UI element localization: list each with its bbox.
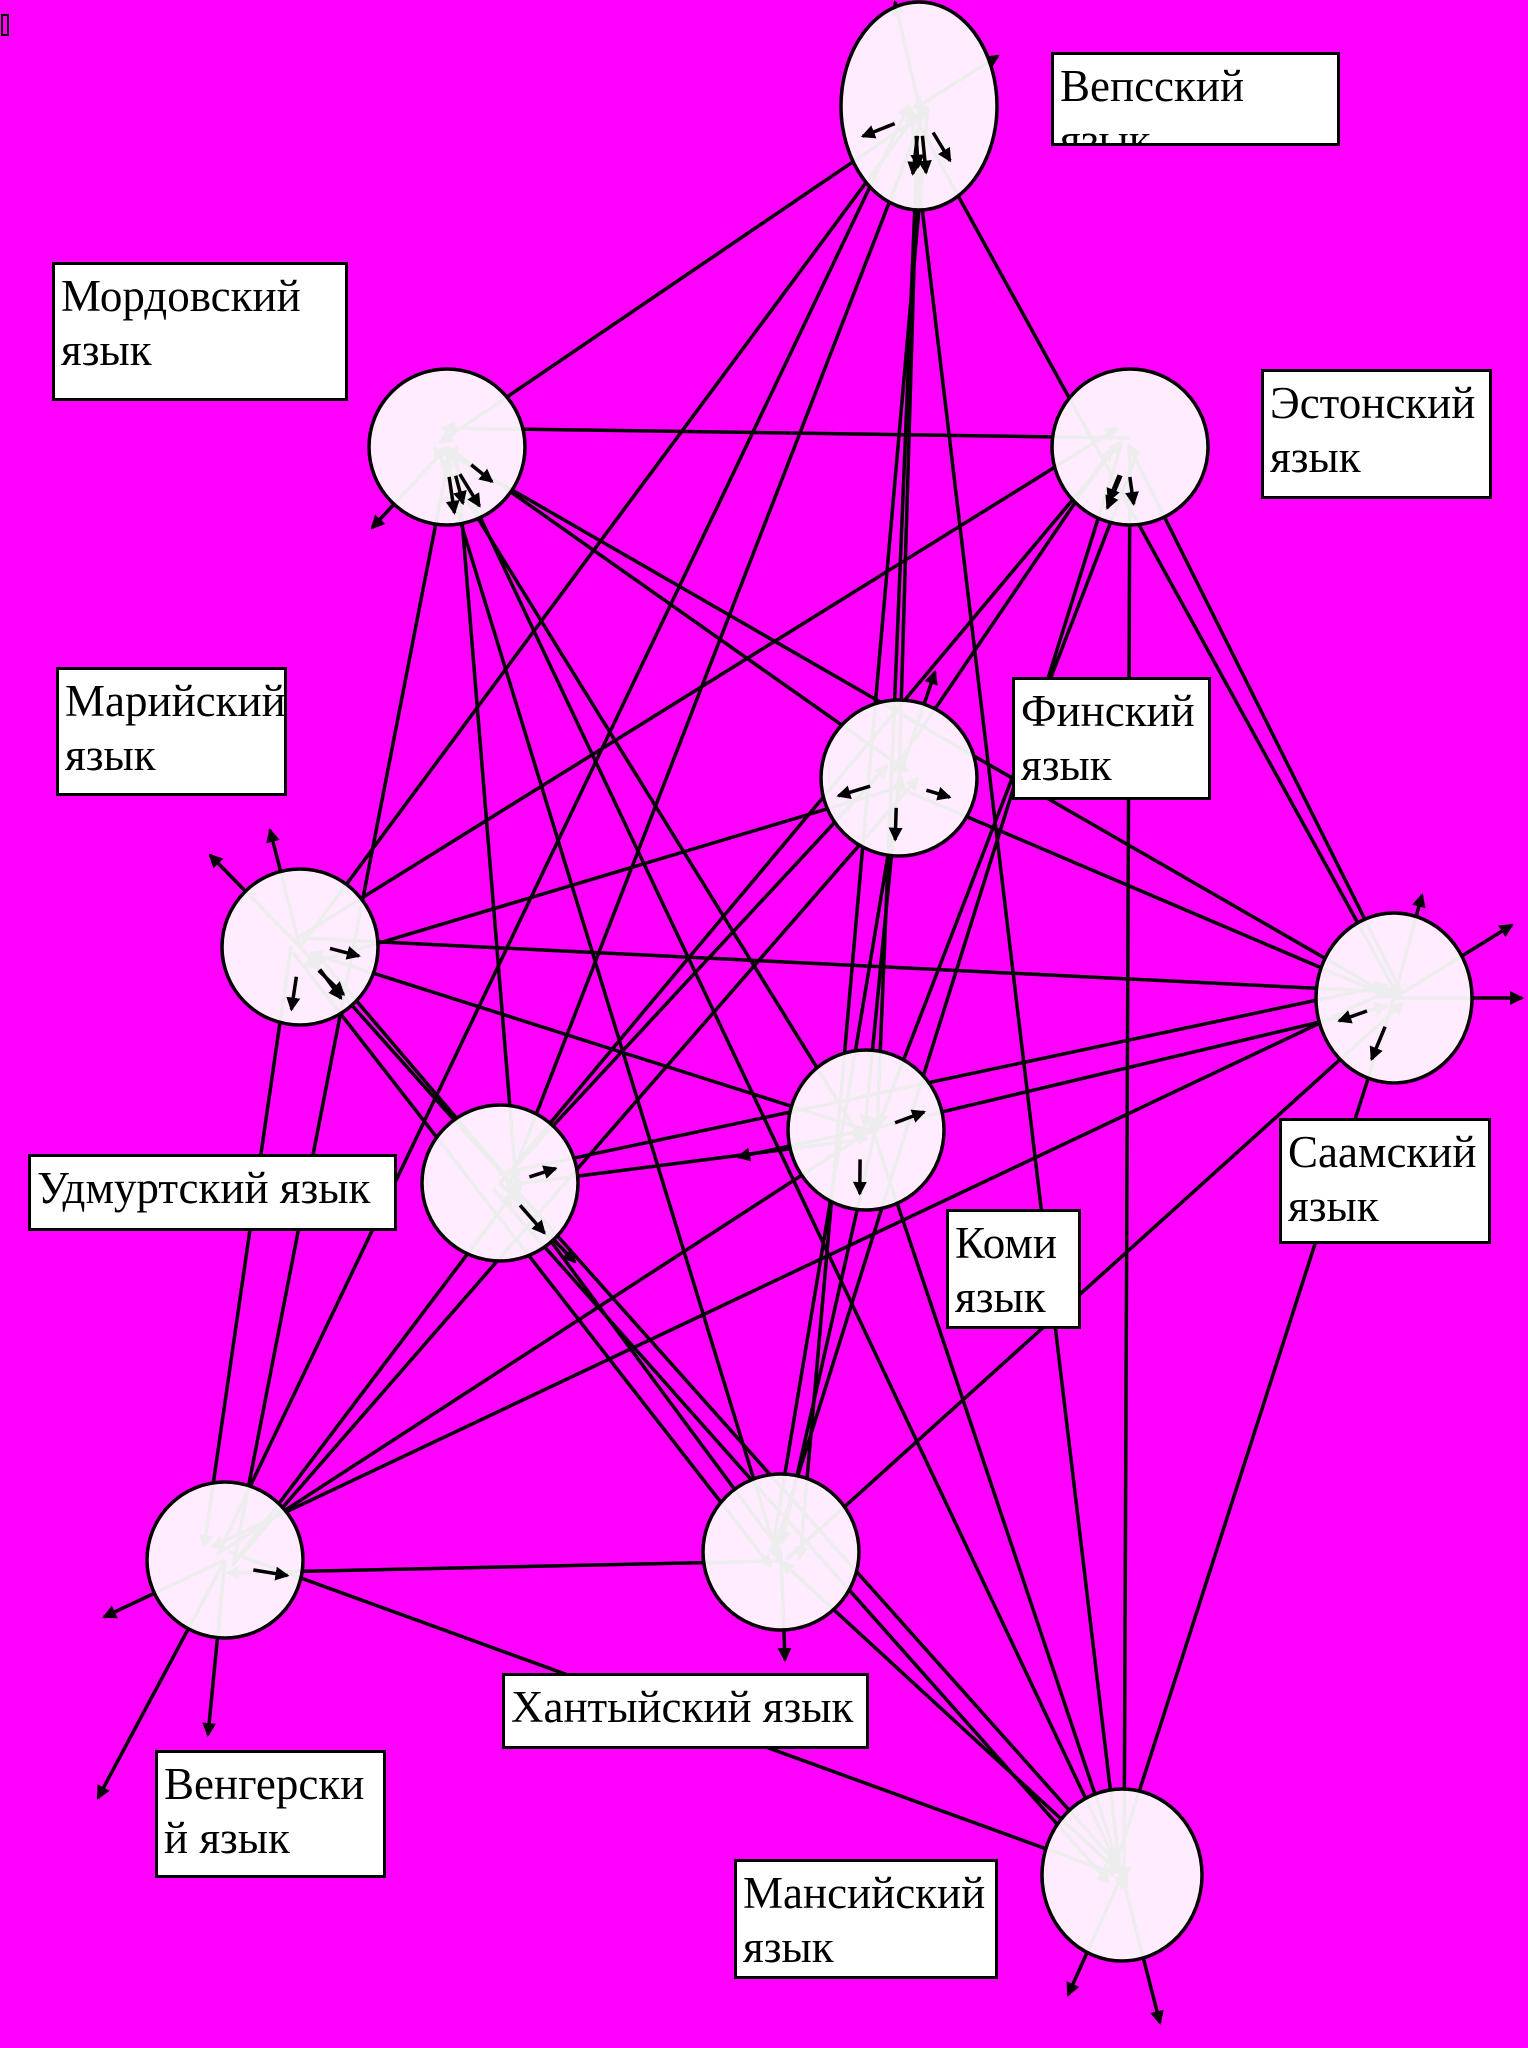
edge-arrow — [867, 1120, 1124, 1876]
label-eston: Эстонский язык — [1261, 369, 1492, 499]
inner-arrow — [318, 968, 343, 1001]
edge-arrow — [225, 1559, 782, 1580]
inner-arrow — [286, 976, 301, 1012]
inner-arrow — [528, 1165, 558, 1179]
edge-arrow — [865, 1001, 1389, 1132]
node-vengr — [145, 1480, 305, 1640]
node-udm — [420, 1103, 580, 1263]
inner-arrow — [445, 476, 460, 515]
edge-arrow — [436, 449, 782, 1562]
edge-arrow — [198, 945, 293, 1549]
edge-arrow — [308, 949, 867, 1132]
inner-arrow — [1105, 474, 1123, 510]
label-mordva: Мордовский язык — [52, 262, 348, 401]
edge-arrow — [441, 421, 1131, 440]
label-fin: Финский язык — [1012, 677, 1211, 800]
node-fin — [819, 698, 979, 858]
nodes — [145, 0, 1474, 1963]
inner-arrow — [253, 1566, 290, 1581]
edge-arrow — [301, 784, 902, 969]
edge-arrow — [438, 111, 926, 444]
edge-arrow — [445, 445, 909, 773]
inner-arrow — [910, 135, 925, 169]
edge-arrow — [294, 426, 1120, 941]
node-mordva — [367, 367, 527, 527]
inner-arrow — [329, 946, 361, 960]
inner-arrow — [888, 807, 903, 842]
node-komi — [786, 1048, 946, 1212]
edge-arrow — [298, 945, 1120, 1867]
inner-arrow — [894, 1109, 927, 1125]
edge-arrow — [894, 784, 1393, 999]
edge-arrow — [454, 446, 522, 1184]
inner-arrow — [925, 787, 952, 801]
node-saam — [1314, 911, 1474, 1085]
edge-arrow — [876, 449, 1141, 1128]
inner-arrow — [836, 784, 871, 800]
inner-arrow — [1369, 1025, 1387, 1062]
node-mari — [220, 867, 380, 1027]
edge-arrow — [785, 1001, 1405, 1560]
edge-arrow — [498, 764, 889, 1185]
inner-arrow — [1337, 1009, 1368, 1024]
label-veps: Вепсский язык — [1051, 52, 1340, 146]
edge-arrow — [298, 113, 918, 949]
label-saam: Саамский язык — [1279, 1118, 1491, 1244]
edge-arrow — [506, 104, 929, 1187]
node-eston — [1050, 367, 1210, 527]
edge-arrow — [215, 103, 911, 1557]
inner-arrow — [1125, 476, 1139, 506]
node-mans — [1040, 1787, 1204, 1963]
inner-arrow — [860, 121, 896, 139]
inner-arrow — [518, 1204, 546, 1235]
edge-arrow — [219, 1132, 868, 1554]
inner-arrow — [931, 131, 952, 163]
edge-arrow — [445, 446, 1129, 1888]
label-udm: Удмуртский язык — [28, 1154, 397, 1231]
node-veps — [839, 0, 999, 212]
edge-arrow — [909, 109, 1400, 998]
inner-arrow — [453, 475, 467, 506]
label-komi: Коми язык — [946, 1209, 1081, 1329]
node-hant — [701, 1472, 861, 1632]
inner-arrow — [458, 473, 481, 508]
inner-arrow — [470, 463, 494, 483]
label-mari: Марийский язык — [56, 667, 287, 796]
inner-arrow — [917, 135, 932, 175]
edge-arrow — [300, 936, 1395, 999]
edge-arrow — [210, 988, 1391, 1549]
edge-arrow — [497, 980, 1390, 1176]
edge-arrow — [772, 443, 1124, 1550]
label-vengr: Венгерски й язык — [155, 1750, 386, 1878]
edge-arrow — [908, 106, 1128, 1891]
label-mans: Мансийский язык — [734, 1859, 998, 1979]
edge-arrow — [1126, 442, 1404, 995]
label-hant: Хантыйский язык — [502, 1673, 869, 1749]
edge-arrow — [291, 951, 773, 1569]
glyph-square-icon — [1, 14, 9, 36]
edge-arrow — [432, 446, 860, 1136]
